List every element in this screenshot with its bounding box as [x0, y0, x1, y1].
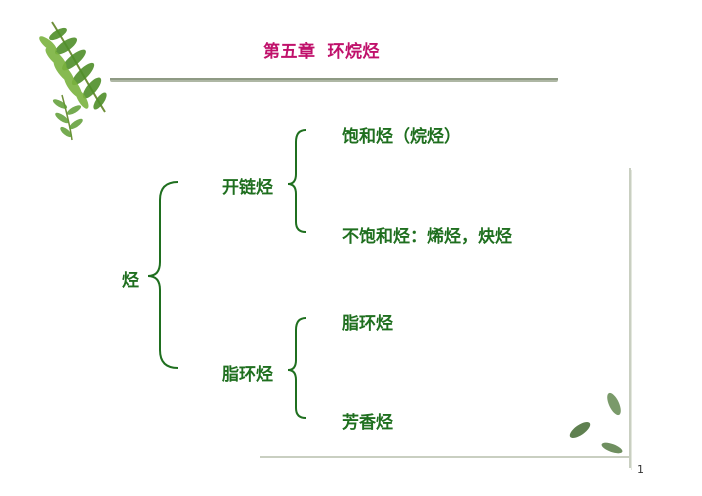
- alicyclic-label: 脂环烃: [342, 314, 393, 334]
- leaves-icon: [569, 392, 623, 454]
- title-chapter: 第五章: [263, 42, 316, 62]
- cyclic-label: 脂环烃: [222, 365, 273, 385]
- frame-right-shadow: [631, 170, 632, 470]
- root-brace: [147, 181, 179, 369]
- saturated-label: 饱和烃（烷烃）: [342, 127, 461, 147]
- open-chain-brace: [287, 129, 307, 233]
- title-divider: [110, 78, 558, 82]
- frame-bottom-line: [260, 456, 631, 458]
- root-hydrocarbon-label: 烃: [122, 271, 139, 291]
- frame-right-line: [629, 168, 631, 468]
- aromatic-label: 芳香烃: [342, 413, 393, 433]
- cyclic-brace: [287, 317, 307, 419]
- unsaturated-label: 不饱和烃：烯烃，炔烃: [342, 227, 512, 247]
- open-chain-label: 开链烃: [222, 178, 273, 198]
- page-number: 1: [637, 463, 644, 476]
- title-topic: 环烷烃: [327, 42, 380, 62]
- slide-title: 第五章环烷烃: [263, 37, 380, 62]
- title-divider-line: [110, 78, 558, 80]
